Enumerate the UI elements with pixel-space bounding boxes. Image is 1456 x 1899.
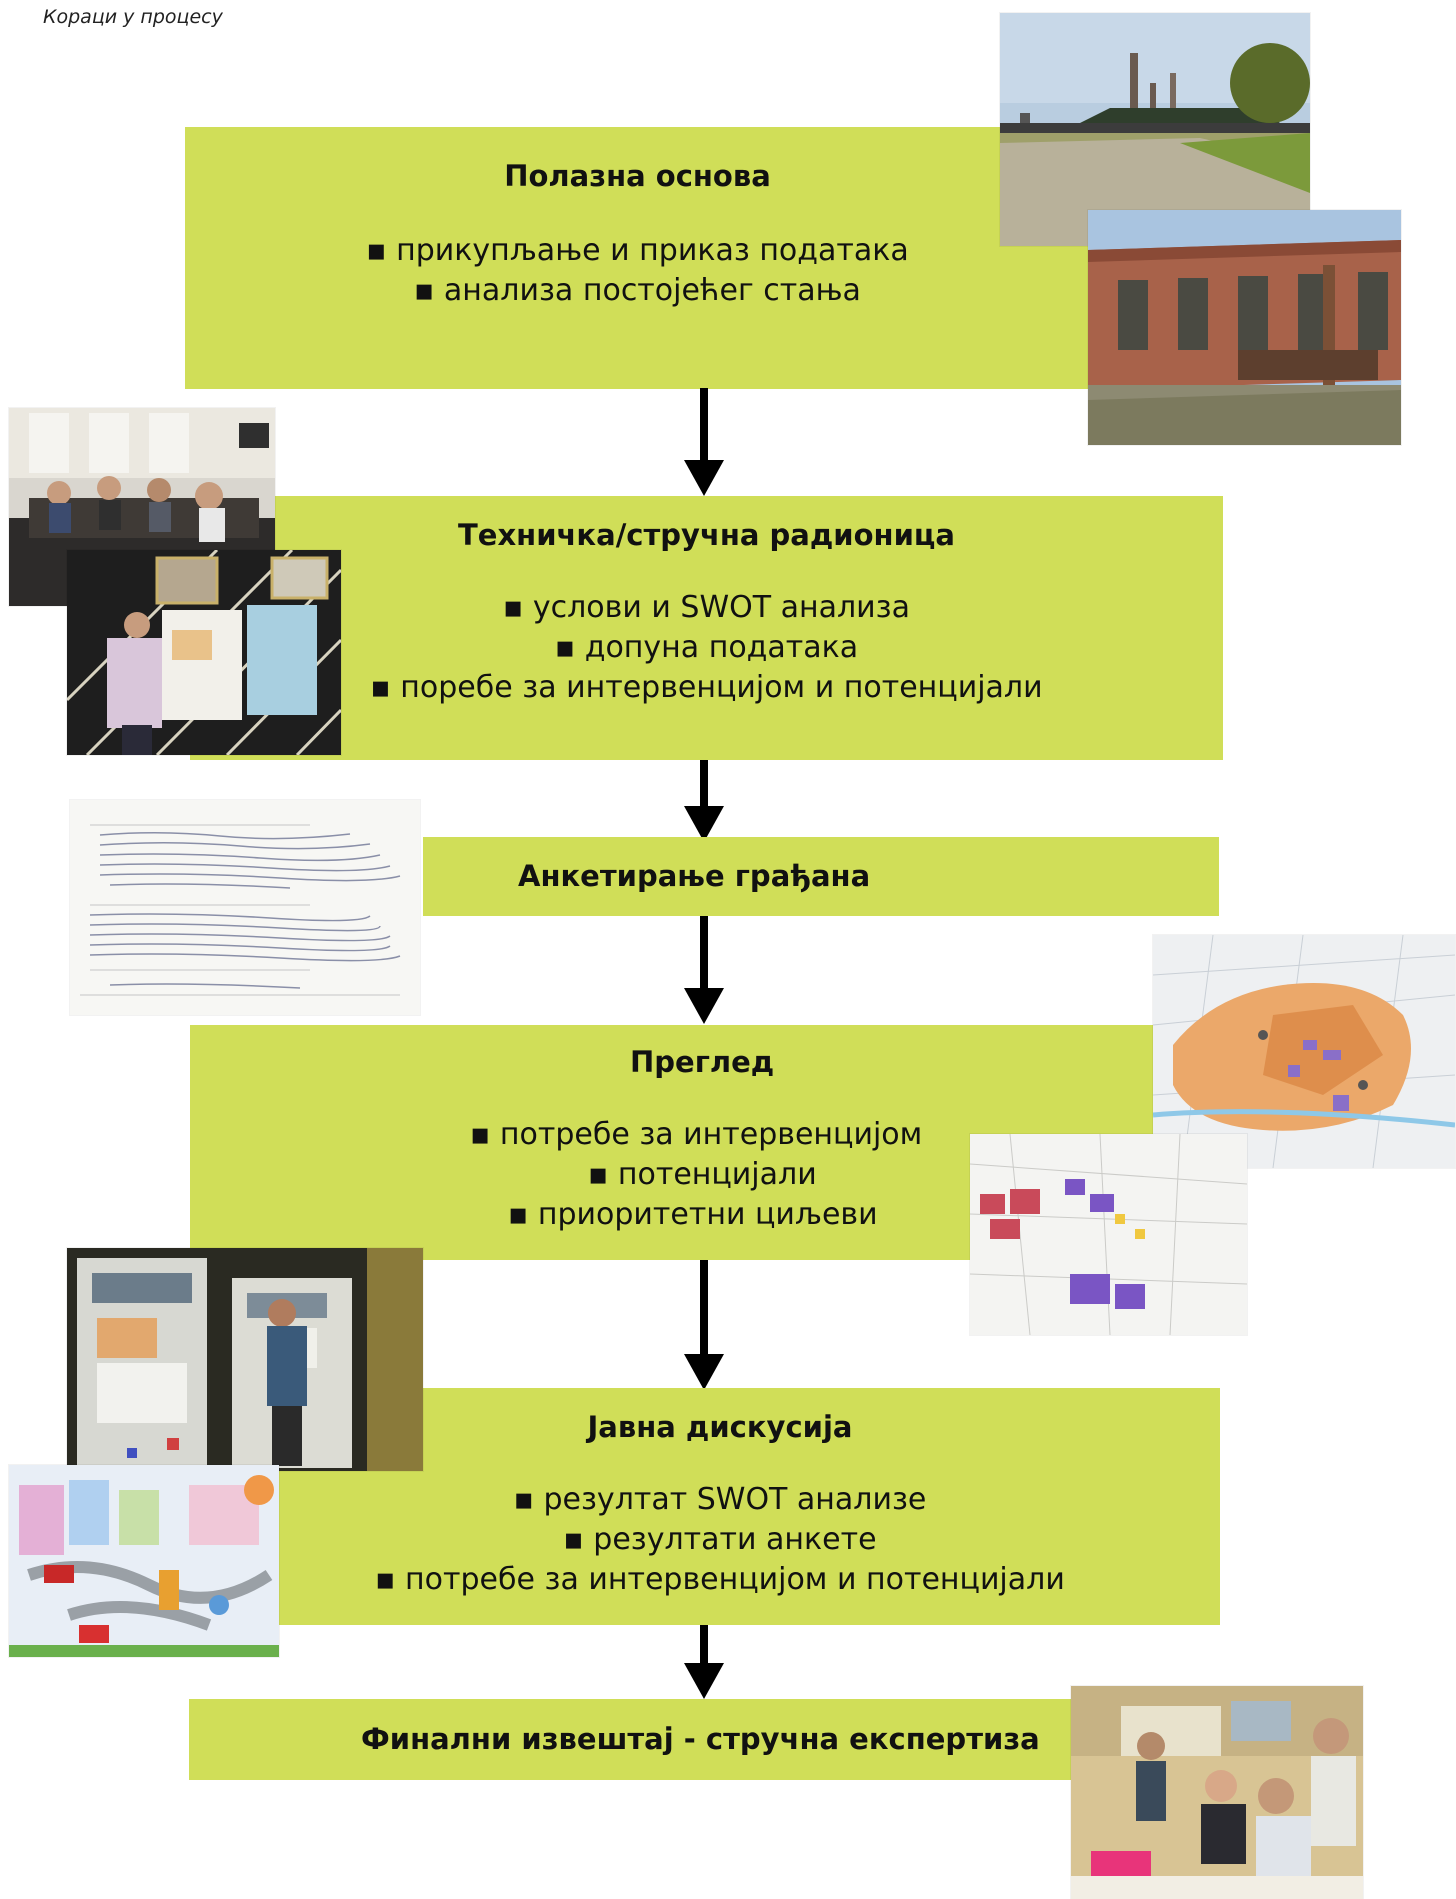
flow-arrow	[684, 1625, 724, 1699]
flow-arrow	[684, 388, 724, 496]
step-items: резултат SWOT анализе резултати анкете п…	[250, 1480, 1220, 1600]
step-box-baseline: Полазна основа прикупљање и приказ подат…	[185, 127, 1090, 389]
step-items: прикупљање и приказ података анализа пос…	[185, 231, 1090, 311]
child-drawing-photo	[9, 1465, 279, 1657]
step-title: Техничка/стручна радионица	[458, 518, 955, 552]
step-item: прикупљање и приказ података	[185, 231, 1090, 271]
step-title: Полазна основа	[504, 159, 771, 193]
exhibition-panels-photo	[67, 1248, 423, 1471]
handwritten-survey-scan	[70, 800, 420, 1015]
office-team-photo	[1071, 1686, 1363, 1899]
step-item: допуна података	[190, 628, 1223, 668]
step-item: поребе за интервенцијом и потенцијали	[190, 668, 1223, 708]
step-item: резултати анкете	[250, 1520, 1190, 1560]
flow-arrow	[684, 760, 724, 842]
workshop-poster-photo	[67, 550, 341, 755]
step-box-final-report: Финални извештај - стручна експертиза	[189, 1699, 1073, 1780]
step-item: анализа постојећег стања	[185, 271, 1090, 311]
urban-plan-map-purple	[970, 1134, 1247, 1335]
step-item: приоритетни циљеви	[190, 1195, 1223, 1235]
flow-arrow	[684, 1260, 724, 1390]
step-box-citizen-survey: Анкетирање грађана	[423, 837, 1219, 916]
old-brick-factory-photo	[1088, 210, 1401, 445]
step-title: Преглед	[630, 1045, 775, 1079]
step-item: резултат SWOT анализе	[250, 1480, 1190, 1520]
step-title: Јавна дискусија	[587, 1410, 853, 1444]
step-item: потенцијали	[190, 1155, 1223, 1195]
urban-plan-map-orange	[1153, 935, 1455, 1168]
flow-arrow	[684, 916, 724, 1024]
step-item: услови и SWOT анализа	[190, 588, 1223, 628]
step-item: потребе за интервенцијом	[190, 1115, 1223, 1155]
step-items: потребе за интервенцијом потенцијали при…	[190, 1115, 1223, 1235]
step-title: Анкетирање грађана	[518, 859, 871, 893]
step-item: потребе за интервенцијом и потенцијали	[250, 1560, 1190, 1600]
step-box-technical-workshop: Техничка/стручна радионица услови и SWOT…	[190, 496, 1223, 760]
step-title: Финални извештај - стручна експертиза	[361, 1722, 1040, 1756]
page-subtitle: Кораци у процесу	[43, 6, 223, 28]
step-items: услови и SWOT анализа допуна података по…	[190, 588, 1223, 708]
